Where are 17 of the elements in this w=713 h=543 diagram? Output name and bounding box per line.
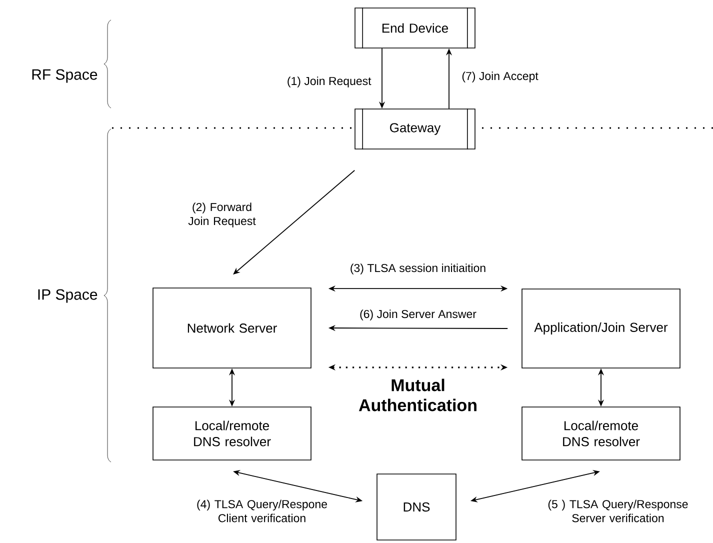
edge-label: (1) Join Request: [288, 76, 372, 88]
device-box: End Device: [354, 7, 476, 49]
edge-label: (2) Forward Join Request: [188, 202, 256, 228]
process-box: Local/remote DNS resolver: [152, 406, 312, 460]
process-box: Network Server: [152, 288, 312, 368]
edge-label: (6) Join Server Answer: [360, 310, 476, 320]
process-box: DNS: [376, 474, 456, 540]
edge-label: (7) Join Accept: [462, 72, 538, 82]
edge-label: (5 ) TLSA Query/Response Server verification: [548, 500, 688, 522]
region-label: IP Space: [38, 289, 98, 303]
device-box: Gateway: [354, 108, 476, 150]
edge-label: (3) TLSA session initiaition: [350, 264, 486, 274]
edge-label: Mutual Authentication: [358, 378, 476, 412]
process-box: Application/Join Server: [522, 288, 680, 368]
region-label: RF Space: [32, 69, 98, 83]
process-box: Local/remote DNS resolver: [522, 406, 680, 460]
edge-label: (4) TLSA Query/Respone Client verification: [197, 500, 327, 522]
